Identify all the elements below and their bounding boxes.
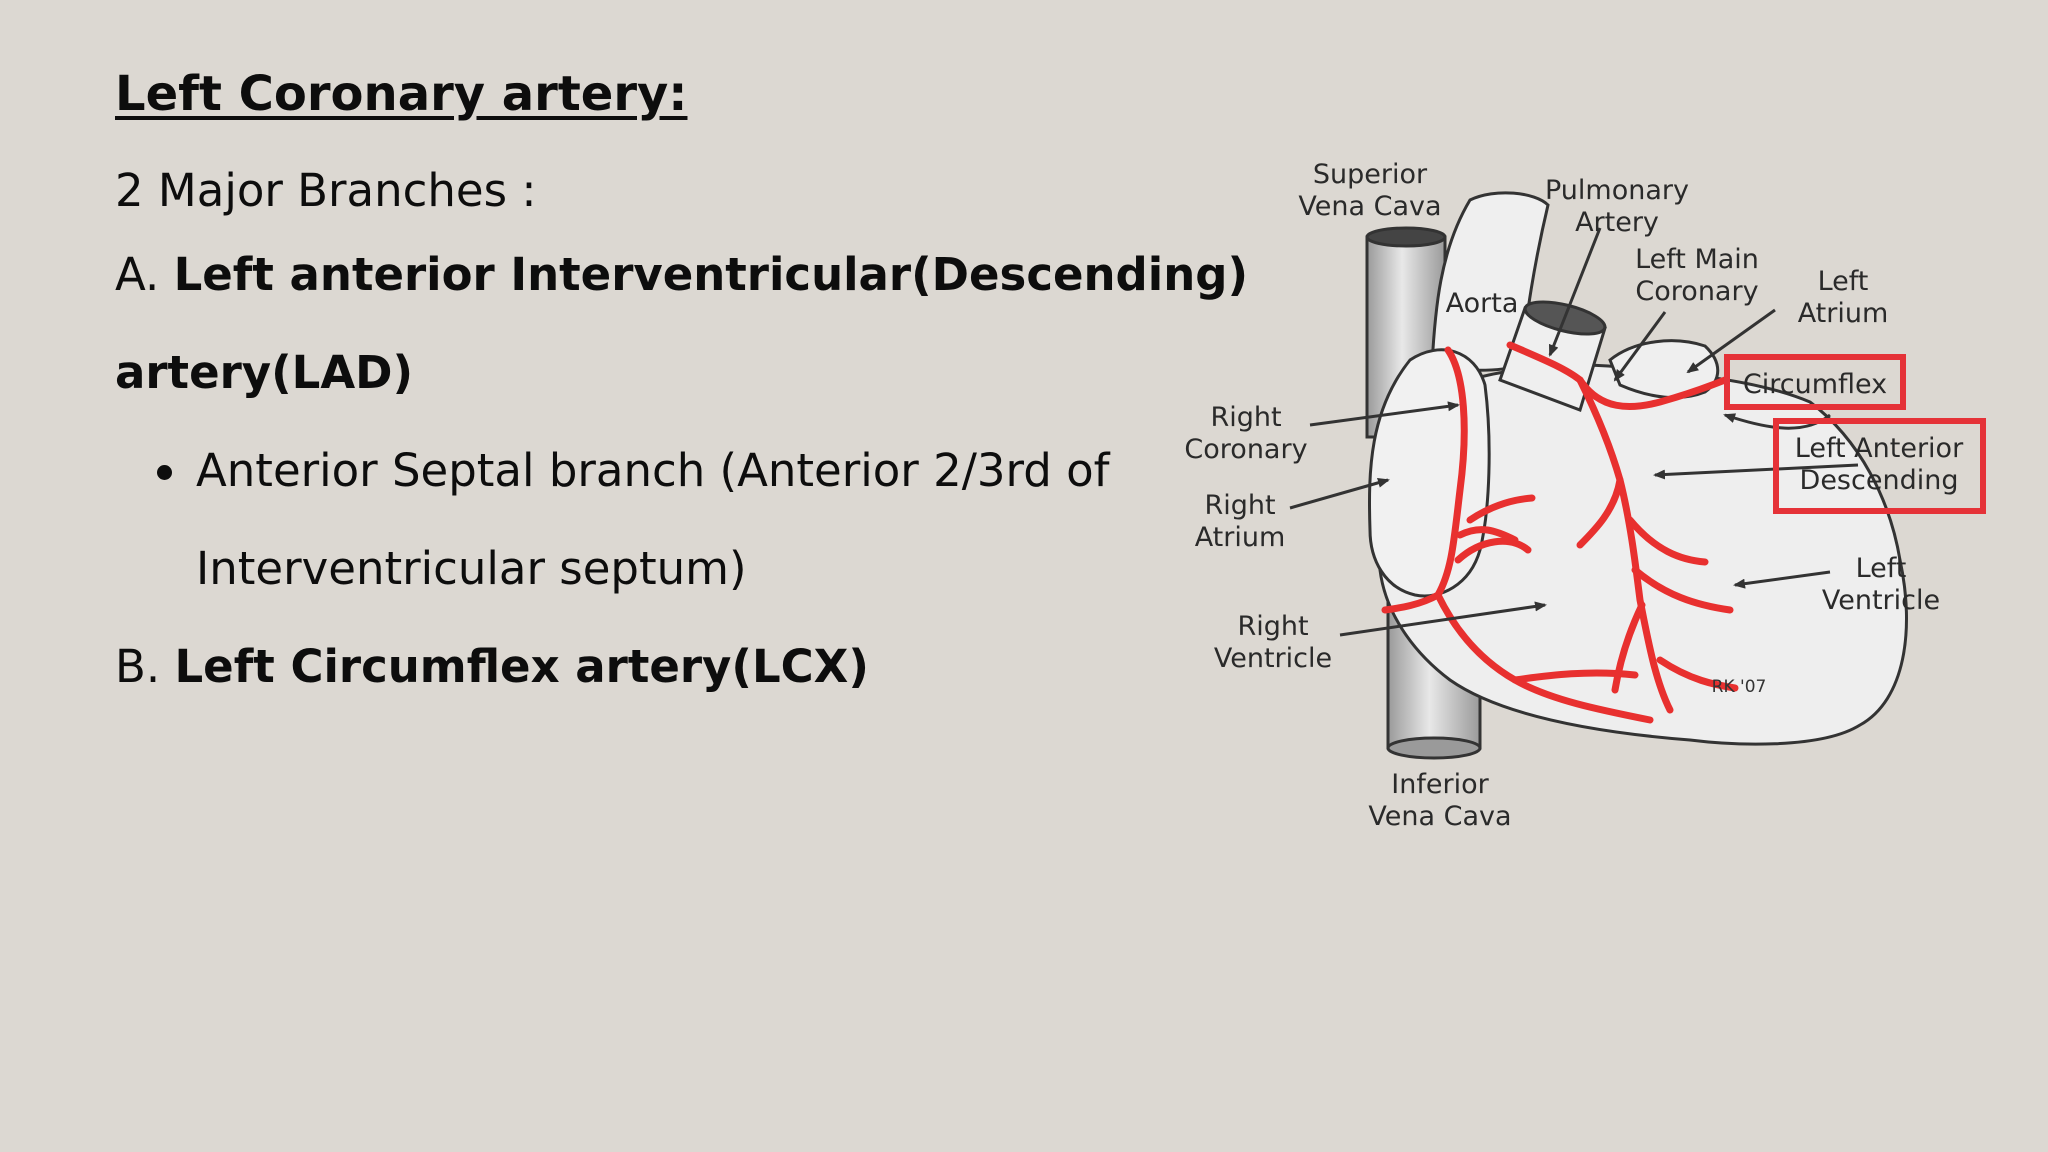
text-content: Left Coronary artery: 2 Major Branches :… xyxy=(115,60,1248,716)
label-left-anterior-descending: Left Anterior xyxy=(1795,433,1964,464)
branch-b-marker: B. xyxy=(115,640,161,693)
subtitle: 2 Major Branches : xyxy=(115,164,537,217)
branch-b-line: B. Left Circumflex artery(LCX) xyxy=(115,618,1195,716)
circumflex-highlight-box xyxy=(1724,354,1906,410)
label-right-ventricle: Right xyxy=(1237,611,1308,642)
artist-signature: RK '07 xyxy=(1712,677,1767,697)
branch-b-name: Left Circumflex artery(LCX) xyxy=(174,640,869,693)
heart-diagram: Superior Vena Cava Pulmonary Artery Aort… xyxy=(1184,159,1986,832)
lad-highlight-box xyxy=(1773,418,1986,514)
label-superior-vena-cava-2: Vena Cava xyxy=(1298,191,1441,222)
sub-bullet-item-cont: Interventricular septum) xyxy=(115,520,1195,618)
branch-a-line1: A. Left anterior Interventricular(Descen… xyxy=(115,226,1248,324)
label-right-coronary-2: Coronary xyxy=(1184,434,1307,465)
label-aorta: Aorta xyxy=(1446,288,1519,319)
label-left-ventricle: Left xyxy=(1856,553,1907,584)
branch-a-name-cont: artery(LAD) xyxy=(115,346,414,399)
coronary-arteries xyxy=(1381,341,1739,724)
label-left-main-coronary-2: Coronary xyxy=(1635,276,1758,307)
label-circumflex: Circumflex xyxy=(1743,369,1887,400)
branch-a-marker: A. xyxy=(115,248,160,301)
sub-bullet-list: Anterior Septal branch (Anterior 2/3rd o… xyxy=(115,422,1195,618)
label-left-atrium-2: Atrium xyxy=(1798,298,1889,329)
label-pulmonary-artery-2: Artery xyxy=(1575,207,1659,238)
label-inferior-vena-cava-2: Vena Cava xyxy=(1368,801,1511,832)
label-left-ventricle-2: Ventricle xyxy=(1822,585,1940,616)
bullet-dot xyxy=(157,465,172,480)
label-pulmonary-artery: Pulmonary xyxy=(1545,175,1689,206)
left-atrium-shape xyxy=(1608,339,1720,400)
label-left-anterior-descending-2: Descending xyxy=(1800,465,1959,496)
label-left-atrium: Left xyxy=(1818,266,1869,297)
label-right-coronary: Right xyxy=(1210,402,1281,433)
label-right-atrium-2: Atrium xyxy=(1195,522,1286,553)
sub-bullet-text-line2: Interventricular septum) xyxy=(196,542,747,595)
sub-bullet-text-line1: Anterior Septal branch (Anterior 2/3rd o… xyxy=(196,444,1110,497)
branch-a-name: Left anterior Interventricular(Descendin… xyxy=(173,248,1249,301)
label-right-ventricle-2: Ventricle xyxy=(1214,643,1332,674)
label-inferior-vena-cava: Inferior xyxy=(1391,769,1489,800)
label-left-main-coronary: Left Main xyxy=(1635,244,1759,275)
slide-title: Left Coronary artery: xyxy=(115,66,688,122)
branch-a-line2: artery(LAD) xyxy=(115,324,1195,422)
label-superior-vena-cava: Superior xyxy=(1313,159,1428,190)
sub-bullet-item: Anterior Septal branch (Anterior 2/3rd o… xyxy=(115,422,1195,520)
label-right-atrium: Right xyxy=(1204,490,1275,521)
